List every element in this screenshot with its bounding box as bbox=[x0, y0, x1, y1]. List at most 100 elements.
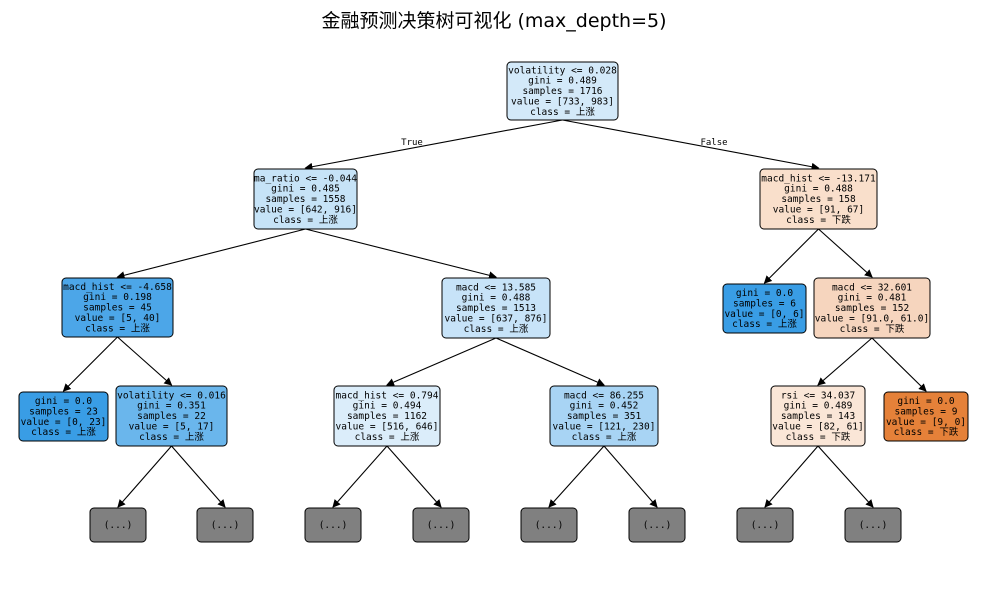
node-box bbox=[441, 277, 551, 339]
node-line: class = 上涨 bbox=[530, 107, 595, 118]
node-line: samples = 152 bbox=[835, 303, 909, 314]
truncated-node: (...) bbox=[844, 507, 902, 543]
node-line: class = 上涨 bbox=[732, 319, 797, 330]
tree-edge-n8-t1 bbox=[117, 445, 172, 508]
node-line: (...) bbox=[859, 520, 888, 531]
node-box bbox=[844, 507, 902, 543]
node-line: (...) bbox=[319, 520, 348, 531]
node-box bbox=[520, 507, 578, 543]
node-line: macd_hist <= -13.171 bbox=[761, 173, 876, 184]
node-box bbox=[115, 385, 228, 447]
node-line: gini = 0.489 bbox=[528, 76, 597, 87]
node-line: gini = 0.488 bbox=[462, 293, 531, 304]
node-line: value = [5, 40] bbox=[75, 313, 161, 324]
node-box bbox=[196, 507, 254, 543]
node-box bbox=[506, 61, 619, 121]
tree-edge-n3-n7 bbox=[62, 336, 118, 392]
node-box bbox=[549, 385, 659, 447]
node-box bbox=[333, 385, 441, 447]
tree-edge-n9-t4 bbox=[386, 445, 442, 508]
node-line: gini = 0.452 bbox=[570, 401, 639, 412]
node-line: samples = 23 bbox=[29, 406, 98, 417]
node-line: gini = 0.0 bbox=[897, 396, 954, 407]
node-line: volatility <= 0.016 bbox=[117, 390, 226, 401]
tree-edge-n6-n11 bbox=[817, 337, 873, 386]
node-line: volatility <= 0.028 bbox=[508, 65, 617, 76]
node-box bbox=[883, 391, 969, 442]
node-box bbox=[61, 277, 174, 338]
node-line: samples = 45 bbox=[83, 303, 152, 314]
truncated-node: (...) bbox=[304, 507, 362, 543]
node-line: macd_hist <= 0.794 bbox=[336, 390, 439, 401]
node-box bbox=[770, 385, 866, 447]
node-line: gini = 0.0 bbox=[736, 288, 793, 299]
node-line: gini = 0.351 bbox=[137, 401, 206, 412]
tree-edge-n10-t5 bbox=[548, 445, 605, 508]
node-line: gini = 0.0 bbox=[35, 396, 92, 407]
node-line: samples = 9 bbox=[895, 406, 958, 417]
tree-edge-n4-n10 bbox=[495, 337, 605, 386]
node-line: ma_ratio <= -0.044 bbox=[254, 173, 357, 184]
node-line: (...) bbox=[751, 520, 780, 531]
node-box bbox=[628, 507, 686, 543]
node-line: class = 下跌 bbox=[894, 426, 959, 438]
node-line: (...) bbox=[643, 520, 672, 531]
node-line: samples = 1558 bbox=[265, 194, 345, 205]
truncated-node: (...) bbox=[196, 507, 254, 543]
node-line: samples = 6 bbox=[733, 298, 796, 309]
edge-label-false: False bbox=[700, 138, 727, 148]
node-line: value = [0, 6] bbox=[724, 309, 804, 320]
node-line: gini = 0.488 bbox=[784, 184, 853, 195]
node-line: samples = 1513 bbox=[456, 303, 536, 314]
node-line: value = [121, 230] bbox=[553, 422, 656, 433]
node-box bbox=[736, 507, 794, 543]
node-line: macd <= 32.601 bbox=[832, 282, 912, 293]
node-line: class = 上涨 bbox=[85, 323, 150, 334]
diagram-title: 金融预测决策树可视化 (max_depth=5) bbox=[321, 10, 666, 32]
node-line: class = 上涨 bbox=[355, 432, 420, 443]
node-line: macd <= 13.585 bbox=[456, 282, 536, 293]
node-box bbox=[412, 507, 470, 543]
node-line: (...) bbox=[535, 520, 564, 531]
node-line: value = [91.0, 61.0] bbox=[815, 314, 929, 325]
tree-edge-n6-n12 bbox=[871, 337, 927, 392]
truncated-node: (...) bbox=[628, 507, 686, 543]
node-line: samples = 22 bbox=[137, 411, 206, 422]
node-line: class = 上涨 bbox=[273, 215, 338, 226]
node-line: samples = 1162 bbox=[347, 411, 427, 422]
node-line: (...) bbox=[211, 520, 240, 531]
node-line: value = [637, 876] bbox=[445, 314, 548, 325]
node-line: gini = 0.489 bbox=[784, 401, 853, 412]
tree-edge-n2-n6 bbox=[818, 228, 873, 278]
truncated-node: (...) bbox=[520, 507, 578, 543]
node-line: value = [91, 67] bbox=[773, 205, 865, 216]
tree-edge-n0-n1 bbox=[304, 119, 563, 171]
node-line: value = [9, 0] bbox=[886, 417, 966, 428]
node-box bbox=[722, 283, 807, 334]
node-box bbox=[253, 168, 358, 230]
node-line: samples = 143 bbox=[781, 411, 855, 422]
tree-edge-n2-n5 bbox=[763, 228, 819, 284]
tree-edge-n3-n8 bbox=[117, 336, 173, 386]
node-line: class = 上涨 bbox=[572, 432, 637, 443]
node-line: samples = 158 bbox=[781, 194, 856, 205]
node-line: value = [0, 23] bbox=[21, 417, 107, 428]
node-box bbox=[759, 168, 878, 230]
node-line: gini = 0.481 bbox=[838, 293, 907, 304]
tree-edge-n1-n4 bbox=[305, 228, 497, 280]
tree-edge-n11-t8 bbox=[817, 445, 874, 508]
node-box bbox=[89, 507, 147, 543]
node-line: gini = 0.485 bbox=[271, 184, 340, 195]
node-line: gini = 0.494 bbox=[353, 401, 422, 412]
node-line: value = [733, 983] bbox=[511, 97, 614, 108]
